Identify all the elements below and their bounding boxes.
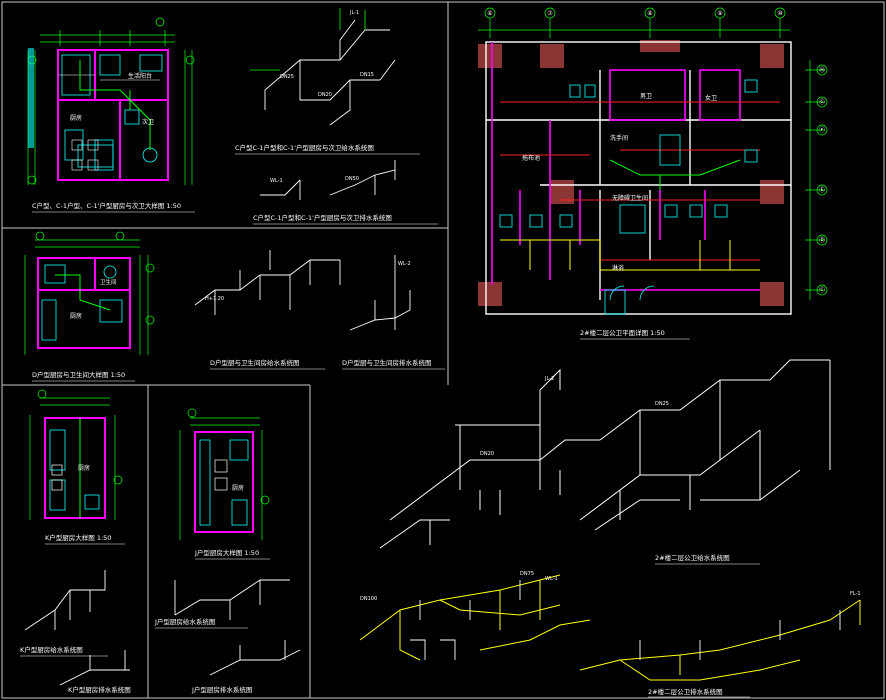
pipe-tag-dn50: DN50 (345, 176, 359, 182)
d-kitchen-label: 厨房 (70, 312, 82, 320)
c-unit-plan: 生活阳台 次卫 厨房 C户型、C-1户型、C-1'户型厨房与次卫大样图 1:50 (27, 17, 195, 213)
d-supply-title: D户型厨与卫生间房给水系统图 (210, 358, 300, 367)
public-supply-title: 2#楼二层公卫给水系统图 (655, 553, 730, 562)
pipe-tag-wl2: WL-2 (398, 261, 411, 267)
c-drain-title: C户型C-1户型和C-1'户型厨房与次卫排水系统图 (253, 213, 392, 222)
axis-top-1: ⑥ (487, 10, 492, 17)
pipe-tag-jl2: JL-2 (544, 376, 554, 382)
c-drain-diagram: WL-1 DN50 C户型C-1户型和C-1'户型厨房与次卫排水系统图 (253, 160, 438, 225)
public-supply-diagram: JL-2 DN25 DN20 2#楼二层公卫给水系统图 (379, 359, 831, 565)
public-drain-diagram: DN100 DN75 WL-1 FL-1 2#楼二层公卫排水系统图 (359, 571, 861, 698)
pipe-tag-dn15: DN15 (360, 72, 374, 78)
d-plan-title: D户型厨房与卫生间大样图 1:50 (32, 370, 125, 379)
c-supply-diagram: JL-1 DN25 DN20 DN15 C户型C-1户型和C-1'户型厨房与次卫… (235, 8, 420, 155)
fp-shower-label: 淋浴 (612, 264, 624, 272)
k-drain-title: K户型厨房排水系统图 (68, 685, 131, 694)
k-unit-plan: 厨房 K户型厨房大样图 1:50 (29, 389, 125, 545)
pipe-tag-dn20: DN20 (318, 92, 332, 98)
pipe-tag-h120: H+1.20 (205, 296, 224, 302)
k-supply-diagram: K户型厨房给水系统图 (20, 570, 108, 657)
fp-wash-label: 洗手间 (610, 134, 628, 142)
public-toilet-floor-plan: ⑥ ⑦ ⑧ ⑨ ⑩ Ⓗ Ⓖ Ⓕ Ⓔ Ⓓ Ⓒ (478, 7, 828, 340)
axis-right-4: Ⓔ (819, 186, 825, 194)
axis-top-5: ⑩ (777, 10, 782, 17)
pipe-tag-wl1: WL-1 (270, 178, 283, 184)
fp-accessible-label: 无障碍卫生间 (612, 194, 648, 202)
axis-right-3: Ⓕ (819, 126, 825, 134)
pipe-tag-dn25: DN25 (280, 74, 294, 80)
axis-top-4: ⑨ (717, 10, 722, 17)
axis-top-2: ⑦ (547, 10, 553, 17)
pipe-tag-fl1: FL-1 (850, 591, 861, 597)
c-supply-title: C户型C-1户型和C-1'户型厨房与次卫给水系统图 (235, 143, 374, 152)
j-kitchen-label: 厨房 (232, 484, 244, 492)
c-kitchen-label: 厨房 (70, 114, 82, 122)
pipe-tag-dn75: DN75 (520, 571, 534, 577)
d-supply-diagram: H+1.20 D户型厨与卫生间房给水系统图 (194, 250, 341, 370)
public-drain-title: 2#楼二层公卫排水系统图 (648, 687, 723, 696)
pipe-tag-dn20-2: DN20 (480, 451, 494, 457)
axis-top-3: ⑧ (647, 10, 652, 17)
pipe-tag-wl1-2: WL-1 (545, 576, 558, 582)
pipe-tag-dn100: DN100 (360, 596, 377, 602)
c-living-label: 生活阳台 (128, 72, 152, 80)
k-plan-title: K户型厨房大样图 1:50 (45, 533, 111, 542)
pipe-tag-jl1: JL-1 (349, 10, 359, 16)
k-supply-title: K户型厨房给水系统图 (20, 645, 83, 654)
j-supply-diagram: J户型厨房给水系统图 (154, 579, 290, 629)
k-kitchen-label: 厨房 (78, 464, 90, 472)
floor-plan-title: 2#楼二层公卫平面详图 1:50 (580, 328, 665, 337)
j-plan-title: J户型厨房大样图 1:50 (194, 548, 259, 557)
d-drain-diagram: WL-2 D户型厨与卫生间房排水系统图 (342, 255, 445, 370)
j-supply-title: J户型厨房给水系统图 (154, 617, 215, 626)
fp-mop-label: 拖布池 (522, 154, 540, 162)
c-bath-label: 次卫 (142, 118, 154, 126)
j-drain-title: J户型厨房排水系统图 (191, 685, 252, 694)
d-unit-plan: 厨房 卫生间 D户型厨房与卫生间大样图 1:50 (24, 231, 155, 382)
axis-right-2: Ⓖ (819, 98, 825, 106)
c-plan-title: C户型、C-1户型、C-1'户型厨房与次卫大样图 1:50 (32, 201, 181, 210)
j-unit-plan: 厨房 J户型厨房大样图 1:50 (179, 408, 270, 560)
d-drain-title: D户型厨与卫生间房排水系统图 (342, 358, 432, 367)
axis-right-1: Ⓗ (819, 66, 825, 74)
pipe-tag-dn25-2: DN25 (655, 401, 669, 407)
j-drain-diagram: J户型厨房排水系统图 (191, 640, 301, 694)
fp-female-label: 女卫 (705, 94, 717, 102)
axis-right-5: Ⓓ (819, 236, 825, 244)
d-bath-label: 卫生间 (100, 278, 117, 286)
k-drain-diagram: K户型厨房排水系统图 (59, 650, 131, 694)
fp-male-label: 男卫 (640, 93, 652, 100)
axis-right-6: Ⓒ (819, 286, 825, 294)
